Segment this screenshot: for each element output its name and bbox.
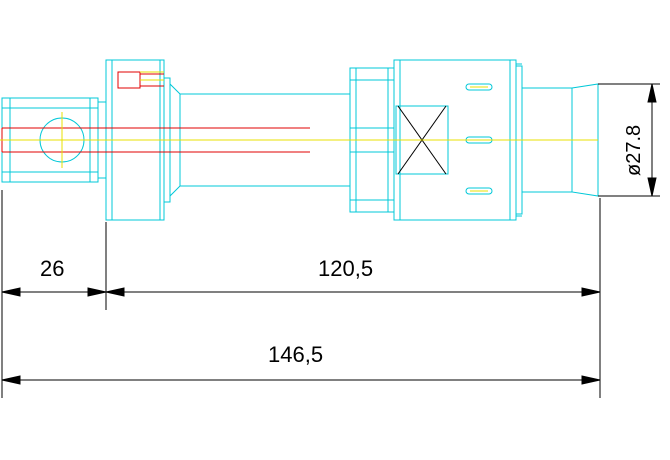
dim-diameter: ø27.8 <box>623 125 645 176</box>
dimensions <box>1 83 660 398</box>
dim-right-length: 120,5 <box>318 256 373 281</box>
center-lines <box>0 71 598 192</box>
dim-left-length: 26 <box>40 256 64 281</box>
dim-total-length: 146,5 <box>268 342 323 367</box>
pin-slots <box>465 83 493 195</box>
